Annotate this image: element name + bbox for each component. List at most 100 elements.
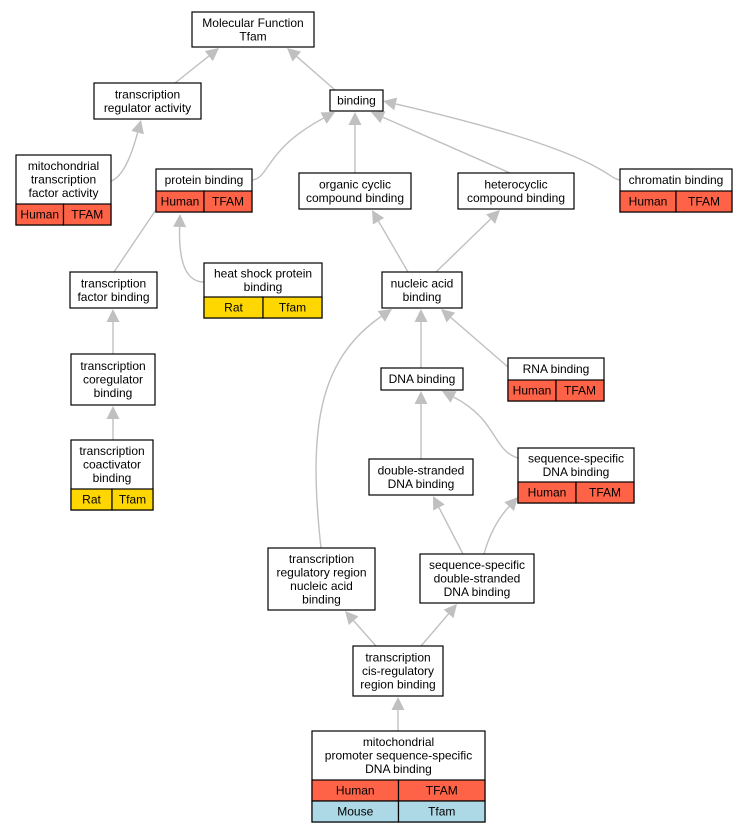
node-label-line: factor binding — [77, 290, 149, 304]
species-label: Human — [20, 208, 59, 222]
edge-line — [420, 613, 450, 647]
node-label-line: transcription — [79, 444, 144, 458]
edge-line — [453, 396, 519, 459]
node-label-line: transcription — [115, 87, 180, 101]
node-label-line: double-stranded — [378, 463, 465, 477]
node-label-line: nucleic acid — [290, 579, 353, 593]
arrowhead — [486, 210, 500, 224]
node-label-line: RNA binding — [523, 362, 590, 376]
node-box — [267, 547, 376, 611]
node-label-line: heterocyclic — [484, 177, 547, 191]
node-label-line: binding — [94, 386, 133, 400]
gene-label: Tfam — [119, 493, 146, 507]
edge-line — [382, 116, 511, 174]
node-box — [70, 353, 156, 406]
node-label-line: chromatin binding — [629, 173, 724, 187]
node-label-line: compound binding — [467, 191, 565, 205]
edge-dna_binding-to-nucleic_acid_binding — [414, 309, 428, 368]
edge-line — [435, 218, 492, 273]
node-label-line: region binding — [360, 678, 435, 692]
node-label-line: nucleic acid — [391, 276, 454, 290]
node-label-line: binding — [302, 592, 341, 606]
arrowhead — [414, 391, 428, 404]
edge-line — [353, 620, 377, 647]
node-label-line: sequence-specific — [429, 558, 525, 572]
edge-heterocyclic_compound_binding-to-binding — [371, 111, 511, 174]
edge-rna_binding-to-nucleic_acid_binding — [441, 309, 509, 368]
edge-transcription_regulator_activity-to-molecular_function — [174, 48, 219, 84]
node-box — [329, 89, 384, 112]
node-box — [380, 367, 464, 391]
species-label: Human — [528, 486, 567, 500]
edge-line — [450, 316, 509, 368]
arrowhead — [414, 309, 428, 322]
gene-cell — [262, 296, 323, 319]
node-label-line: binding — [93, 471, 132, 485]
arrowhead — [173, 214, 187, 228]
arrowhead — [345, 611, 359, 626]
arrowhead — [443, 604, 457, 619]
arrowhead — [377, 309, 392, 322]
arrowhead — [442, 391, 457, 403]
node-label-line: double-stranded — [434, 572, 521, 586]
edge-line — [438, 507, 464, 555]
node-label-line: factor activity — [28, 186, 98, 200]
gene-label: TFAM — [212, 195, 244, 209]
gene-label: TFAM — [426, 784, 458, 798]
node-box — [419, 553, 535, 604]
arrowhead — [433, 496, 445, 511]
node-label-line: transcription — [31, 173, 96, 187]
node-label-line: promoter sequence-specific — [325, 749, 472, 763]
species-label: Human — [336, 784, 375, 798]
node-box — [298, 172, 412, 210]
edge-nucleic_acid_binding-to-heterocyclic_compound_binding — [435, 210, 500, 273]
arrowhead — [320, 112, 335, 124]
gene-cell — [675, 190, 733, 213]
arrowhead — [441, 309, 456, 323]
node-label-line: DNA binding — [444, 585, 511, 599]
node-label-line: sequence-specific — [528, 451, 624, 465]
edges-layer — [106, 48, 621, 731]
go-term-node-dna_binding[interactable]: DNA binding — [380, 367, 464, 391]
node-label-line: DNA binding — [388, 477, 455, 491]
gene-label: Tfam — [428, 805, 455, 819]
node-label-line: organic cyclic — [319, 177, 391, 191]
node-label-line: DNA binding — [365, 762, 432, 776]
node-box — [381, 271, 463, 309]
species-label: Human — [629, 195, 668, 209]
node-label-line: mitochondrial — [28, 159, 99, 173]
node-label-line: binding — [337, 94, 376, 108]
go-term-node-binding[interactable]: binding — [329, 89, 384, 112]
edge-nucleic_acid_binding-to-organic_cyclic_compound_binding — [372, 210, 409, 273]
node-label-line: protein binding — [165, 173, 244, 187]
edge-transcription_cis_regulatory_region_binding-to-sequence_specific_double_stranded_dna_binding — [420, 604, 457, 647]
edge-line — [113, 202, 162, 273]
node-label-line: transcription — [81, 276, 146, 290]
node-label-line: transcription — [289, 552, 354, 566]
arrowhead — [106, 406, 120, 419]
arrowhead — [204, 48, 219, 62]
edge-line — [178, 226, 205, 283]
node-label-line: cis-regulatory — [362, 664, 434, 678]
node-label-line: coregulator — [83, 373, 143, 387]
gene-cell — [555, 379, 605, 402]
